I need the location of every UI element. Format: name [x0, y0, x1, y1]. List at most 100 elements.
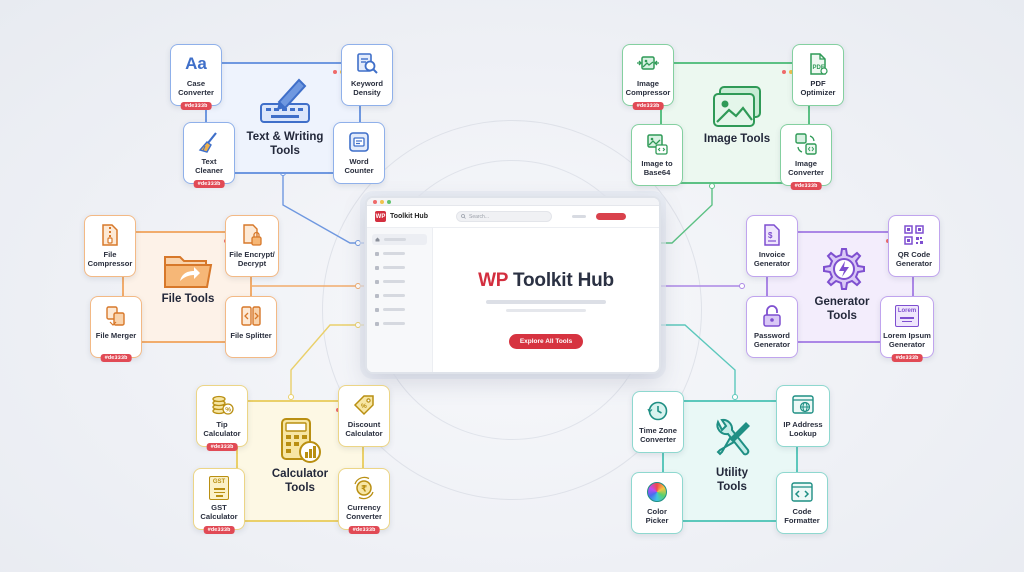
tool-label: Currency Converter [346, 503, 382, 521]
search-input[interactable]: Search... [455, 211, 552, 222]
tool-badge: #de333b [100, 354, 132, 362]
tool-label: File Merger [95, 331, 137, 340]
connector-node [355, 283, 361, 289]
tool-label: File Encrypt/ Decrypt [229, 250, 275, 268]
sidebar-item[interactable] [372, 262, 427, 273]
category-title: Image Tools [703, 133, 771, 145]
globe-window-icon [792, 395, 814, 414]
sidebar-item[interactable] [372, 304, 427, 315]
tool-label: Keyword Density [350, 79, 384, 97]
svg-text:%: % [225, 407, 231, 414]
tool-label: GST Calculator [200, 503, 238, 521]
tool-lorem-ipsum-generator[interactable]: Lorem Lorem Ipsum Generator #de333b [880, 296, 934, 362]
tool-word-counter[interactable]: Word Counter [333, 122, 385, 184]
tool-code-formatter[interactable]: Code Formatter [776, 472, 828, 534]
code-icon [791, 482, 813, 502]
tool-label: Discount Calculator [345, 420, 383, 438]
pdf-icon: PDF [810, 53, 828, 75]
sidebar-item[interactable] [372, 318, 427, 329]
tool-keyword-density[interactable]: Keyword Density [341, 44, 393, 106]
brand-name: Toolkit Hub [390, 213, 428, 220]
explore-all-tools-button[interactable]: Explore All Tools [508, 334, 584, 349]
tool-label: Lorem Ipsum Generator [883, 331, 931, 349]
utility-tools-panel[interactable]: Utility Tools [662, 400, 798, 522]
category-title: Utility Tools [716, 467, 748, 493]
header-cta-button[interactable] [595, 213, 626, 220]
tool-file-compressor[interactable]: File Compressor [84, 215, 136, 277]
sidebar-item[interactable] [372, 290, 427, 301]
tool-label: IP Address Lookup [783, 420, 823, 438]
tool-gst-calculator[interactable]: GST GST Calculator #de333b [193, 468, 245, 534]
window-titlebar [367, 198, 659, 206]
tool-discount-calculator[interactable]: % Discount Calculator [338, 385, 390, 447]
sidebar-item-home[interactable] [372, 234, 427, 245]
folder-share-icon [164, 256, 213, 288]
tool-badge: #de333b [891, 354, 923, 362]
tool-file-encrypt-decrypt[interactable]: File Encrypt/ Decrypt [225, 215, 279, 277]
category-title: File Tools [161, 293, 215, 305]
tool-ip-address-lookup[interactable]: IP Address Lookup [776, 385, 830, 447]
image-convert-icon [795, 133, 817, 155]
tool-file-merger[interactable]: File Merger #de333b [90, 296, 142, 362]
tool-label: File Splitter [230, 331, 272, 340]
tool-case-converter[interactable]: Aa Case Converter #de333b [170, 44, 222, 110]
tool-label: Code Formatter [784, 507, 820, 525]
hub-window: WP Toolkit Hub Search... WP Toolkit Hub … [365, 196, 661, 374]
tool-label: Image to Base64 [641, 159, 673, 177]
svg-text:PDF: PDF [813, 65, 825, 71]
tool-label: Word Counter [344, 157, 374, 175]
tool-label: File Compressor [87, 250, 133, 268]
tool-image-converter[interactable]: Image Converter #de333b [780, 124, 832, 190]
svg-text:$: $ [768, 231, 773, 240]
subtitle-placeholder [486, 300, 606, 304]
subtitle-placeholder [506, 309, 586, 312]
category-title: Text & Writing Tools [246, 131, 324, 157]
tool-label: Time Zone Converter [639, 426, 677, 444]
tool-tip-calculator[interactable]: % Tip Calculator #de333b [196, 385, 248, 451]
tool-time-zone-converter[interactable]: Time Zone Converter [632, 391, 684, 453]
clock-icon [647, 401, 668, 421]
tool-pdf-optimizer[interactable]: PDF PDF Optimizer [792, 44, 844, 106]
search-icon [461, 214, 466, 219]
gear-bolt-icon [823, 248, 865, 290]
sidebar-item[interactable] [372, 248, 427, 259]
nav-placeholder[interactable] [571, 215, 586, 218]
home-icon [375, 237, 380, 242]
gst-word: GST [212, 479, 226, 485]
tool-invoice-generator[interactable]: $ Invoice Generator [746, 215, 798, 277]
calculator-chart-icon [281, 418, 321, 463]
tool-qr-code-generator[interactable]: QR Code Generator [888, 215, 940, 277]
tool-currency-converter[interactable]: ₹ Currency Converter #de333b [338, 468, 390, 534]
tool-badge: #de333b [180, 102, 212, 110]
svg-text:%: % [361, 403, 367, 410]
image-compress-icon [637, 56, 659, 70]
connector-node [355, 240, 361, 246]
tool-label: Text Cleaner [195, 157, 223, 175]
tool-text-cleaner[interactable]: Text Cleaner #de333b [183, 122, 235, 188]
tool-badge: #de333b [203, 526, 235, 534]
connector-node [355, 322, 361, 328]
sidebar-item[interactable] [372, 276, 427, 287]
padlock-icon [763, 305, 781, 327]
hub-sidebar [367, 228, 433, 372]
search-placeholder: Search... [468, 213, 489, 220]
receipt-icon: GST [209, 476, 229, 500]
tool-label: PDF Optimizer [800, 79, 836, 97]
hub-main: WP Toolkit Hub Explore All Tools [433, 228, 659, 372]
qr-icon [904, 225, 924, 245]
page-title: WP Toolkit Hub [478, 270, 614, 291]
tool-color-picker[interactable]: Color Picker [631, 472, 683, 534]
keyboard-pen-icon [260, 78, 310, 123]
category-title: Calculator Tools [271, 468, 329, 494]
tag-icon: % [353, 395, 374, 416]
lorem-icon: Lorem [895, 305, 919, 327]
coins-icon: % [212, 395, 234, 415]
image-gallery-icon [713, 86, 761, 127]
tool-image-to-base64[interactable]: Image to Base64 [631, 124, 683, 186]
case-icon: Aa [185, 54, 207, 73]
tool-file-splitter[interactable]: File Splitter [225, 296, 277, 358]
tool-image-compressor[interactable]: Image Compressor #de333b [622, 44, 674, 110]
zip-icon [102, 224, 118, 246]
tool-badge: #de333b [193, 180, 225, 188]
tool-password-generator[interactable]: Password Generator [746, 296, 798, 358]
